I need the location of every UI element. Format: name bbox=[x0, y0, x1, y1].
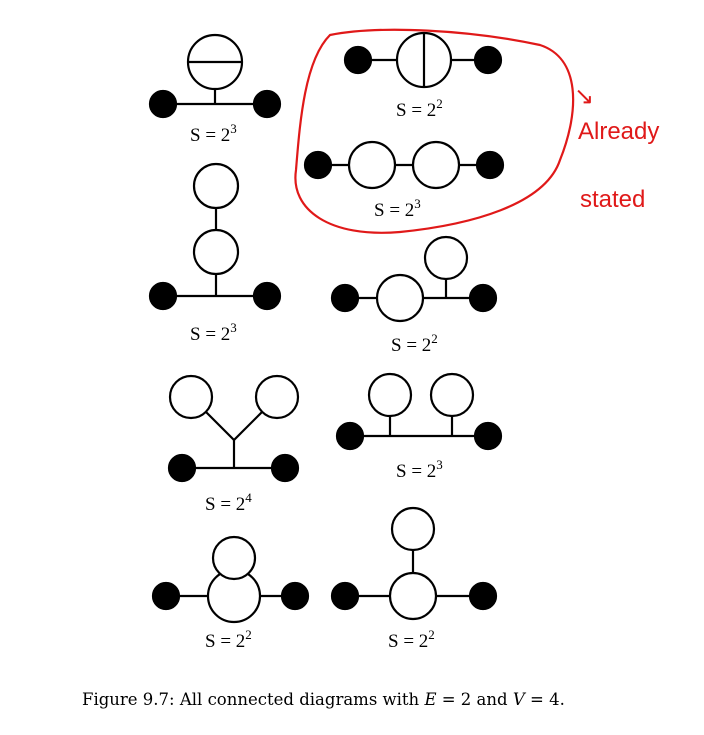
diagram-double-bubble bbox=[303, 140, 505, 190]
external-vertex bbox=[473, 421, 503, 451]
annotation-loop bbox=[294, 28, 575, 234]
external-vertex bbox=[475, 150, 505, 180]
external-vertex bbox=[343, 45, 373, 75]
annotation-line2: stated bbox=[580, 186, 645, 213]
diagram-bubble-with-tadpole bbox=[330, 235, 498, 323]
external-vertex bbox=[303, 150, 333, 180]
external-vertex bbox=[270, 453, 300, 483]
external-vertex bbox=[148, 281, 178, 311]
symmetry-label: S = 22 bbox=[205, 627, 252, 652]
external-vertex bbox=[330, 283, 360, 313]
external-vertex bbox=[167, 453, 197, 483]
external-vertex bbox=[468, 283, 498, 313]
diagram-y-double-tadpole bbox=[167, 374, 300, 483]
figure-caption: Figure 9.7: All connected diagrams with … bbox=[82, 690, 565, 709]
handwritten-annotation: ↘ Already stated bbox=[294, 28, 659, 234]
symmetry-label: S = 22 bbox=[396, 96, 443, 121]
diagram-sunset bbox=[343, 31, 503, 89]
external-vertex bbox=[151, 581, 181, 611]
diagram-bubble-with-loop bbox=[151, 535, 310, 624]
external-vertex bbox=[468, 581, 498, 611]
external-vertex bbox=[280, 581, 310, 611]
symmetry-label: S = 22 bbox=[391, 331, 438, 356]
symmetry-label: S = 24 bbox=[205, 490, 252, 515]
external-vertex bbox=[473, 45, 503, 75]
external-vertex bbox=[330, 581, 360, 611]
diagram-bubble-tadpole-top bbox=[330, 506, 498, 621]
symmetry-label: S = 23 bbox=[190, 320, 237, 345]
symmetry-label: S = 22 bbox=[388, 627, 435, 652]
diagram-two-tadpoles bbox=[335, 372, 503, 451]
external-vertex bbox=[252, 281, 282, 311]
annotation-line1: Already bbox=[578, 118, 659, 145]
external-vertex bbox=[148, 89, 178, 119]
annotation-arrow: ↘ bbox=[574, 83, 594, 110]
diagram-stacked-tadpole bbox=[148, 162, 282, 311]
diagram-theta-horizontal bbox=[148, 33, 282, 119]
symmetry-label: S = 23 bbox=[190, 121, 237, 146]
external-vertex bbox=[335, 421, 365, 451]
symmetry-label: S = 23 bbox=[374, 196, 421, 221]
symmetry-label: S = 23 bbox=[396, 457, 443, 482]
external-vertex bbox=[252, 89, 282, 119]
